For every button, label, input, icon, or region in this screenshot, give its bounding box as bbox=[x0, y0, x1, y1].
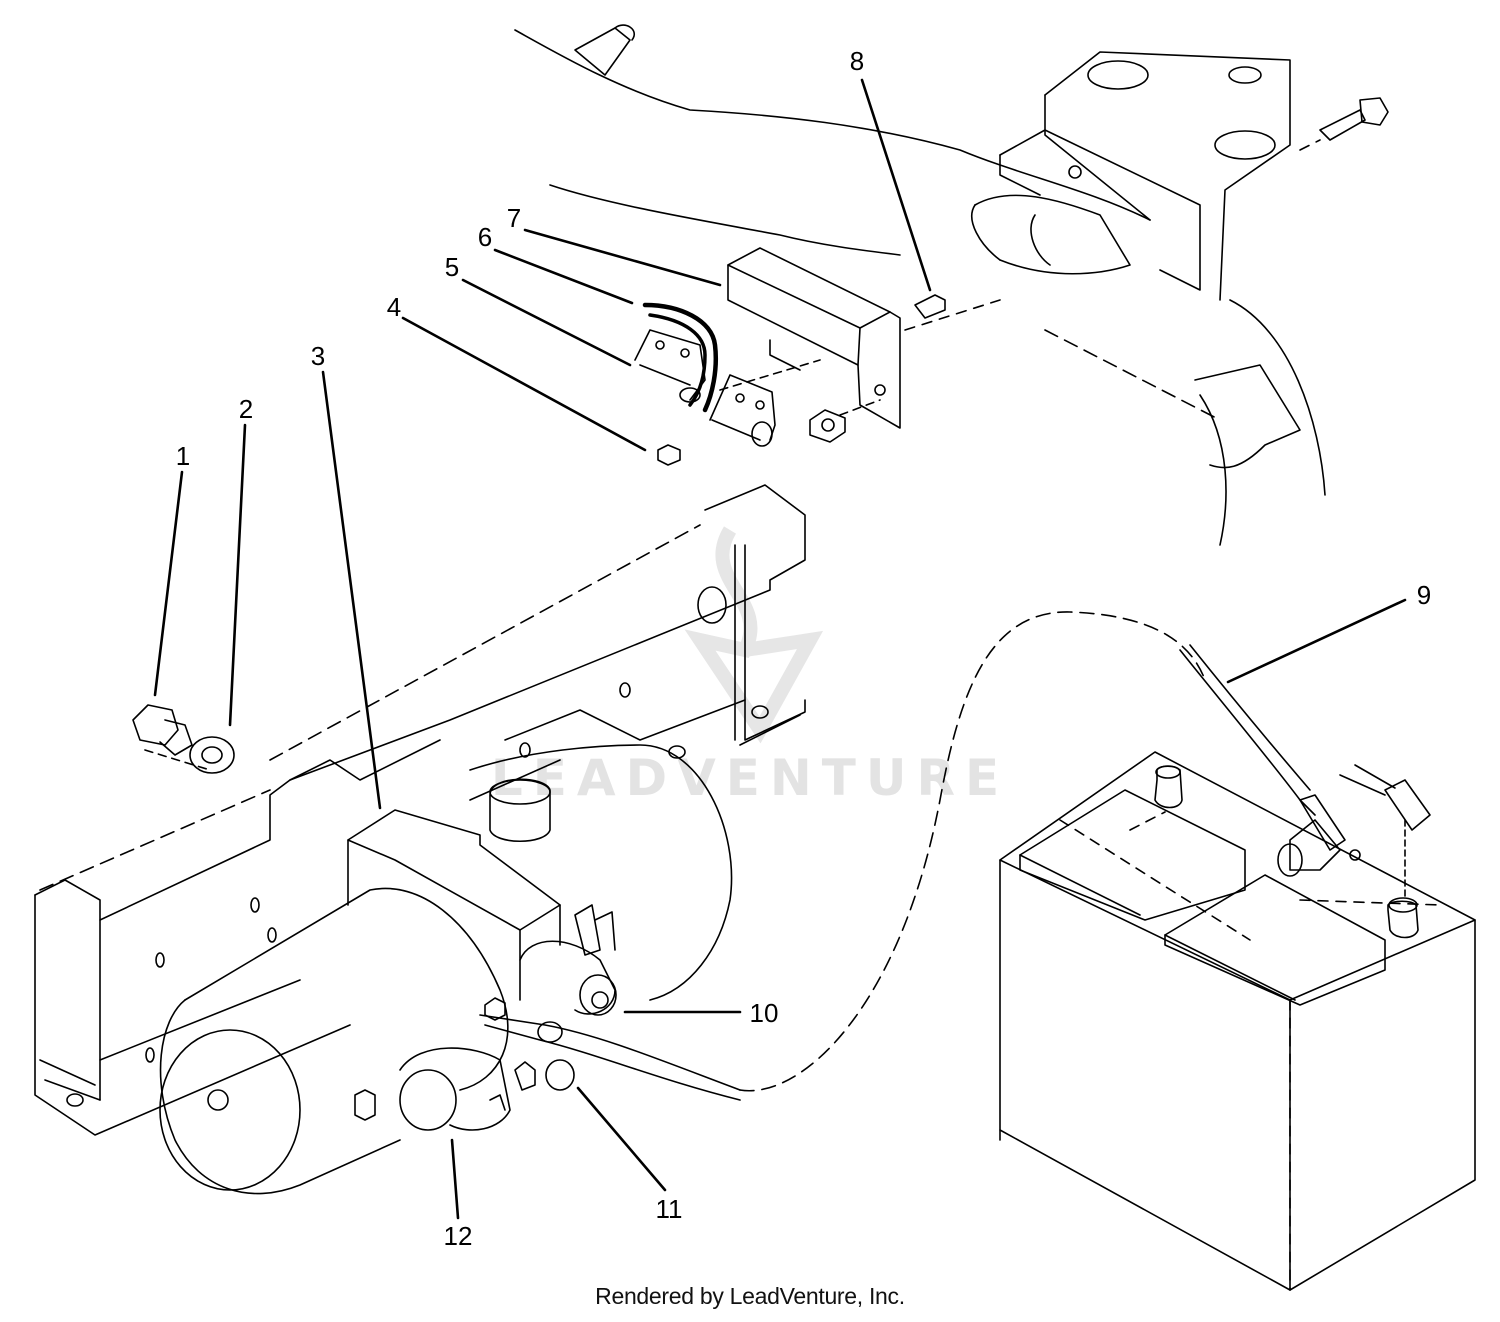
callout-8: 8 bbox=[850, 46, 864, 76]
lower-frame bbox=[34, 484, 806, 1136]
upper-frame bbox=[514, 24, 1389, 546]
leader-lines bbox=[153, 78, 1407, 1220]
callout-2: 2 bbox=[239, 394, 253, 424]
pump-assembly bbox=[159, 744, 741, 1195]
bolt-and-washer bbox=[132, 704, 235, 774]
battery-cable bbox=[739, 611, 1361, 1092]
switch-bracket bbox=[719, 247, 901, 429]
callout-9: 9 bbox=[1417, 580, 1431, 610]
watermark: LEADVENTURE bbox=[491, 526, 1009, 807]
callout-5: 5 bbox=[445, 252, 459, 282]
callout-1: 1 bbox=[176, 441, 190, 471]
footer-credit: Rendered by LeadVenture, Inc. bbox=[595, 1283, 905, 1309]
battery bbox=[999, 751, 1476, 1291]
callout-12: 12 bbox=[444, 1221, 473, 1251]
callout-11: 11 bbox=[656, 1194, 683, 1224]
callout-3: 3 bbox=[311, 341, 325, 371]
callout-10: 10 bbox=[750, 998, 779, 1028]
interlock-switch bbox=[634, 302, 776, 447]
callout-4: 4 bbox=[387, 292, 401, 322]
callout-6: 6 bbox=[478, 222, 492, 252]
watermark-text: LEADVENTURE bbox=[491, 749, 1009, 807]
hardware-small bbox=[657, 294, 946, 466]
callouts: 1 2 3 4 5 6 7 8 9 10 11 12 bbox=[176, 46, 1431, 1251]
callout-7: 7 bbox=[507, 203, 521, 233]
